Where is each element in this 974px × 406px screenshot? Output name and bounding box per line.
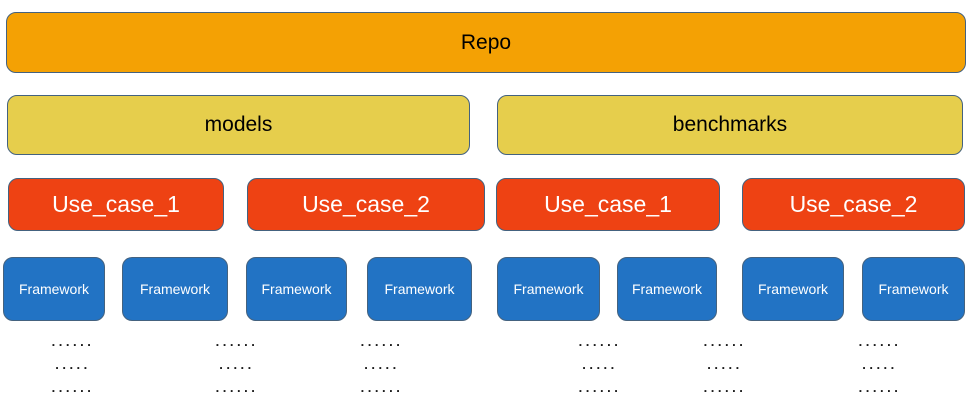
ellipsis-line: ..... [55, 357, 91, 372]
ellipsis-line: ...... [360, 380, 404, 395]
ellipsis-line: ...... [858, 334, 902, 349]
models-box: models [7, 95, 470, 155]
benchmarks-box: benchmarks [497, 95, 963, 155]
ellipsis-line: ...... [215, 334, 259, 349]
framework-box: Framework [742, 257, 844, 321]
ellipsis-line: ...... [703, 334, 747, 349]
ellipsis-line: ..... [862, 357, 898, 372]
ellipsis-line: ..... [219, 357, 255, 372]
repo-box: Repo [6, 12, 966, 73]
ellipsis-column: ...... ..... ...... [680, 330, 770, 399]
ellipsis-line: ...... [578, 334, 622, 349]
ellipsis-line: ...... [360, 334, 404, 349]
ellipsis-line: ..... [364, 357, 400, 372]
ellipsis-column: ...... ..... ...... [835, 330, 925, 399]
ellipsis-line: ...... [703, 380, 747, 395]
framework-box: Framework [862, 257, 965, 321]
framework-box: Framework [246, 257, 347, 321]
ellipsis-line: ...... [215, 380, 259, 395]
ellipsis-column: ...... ..... ...... [192, 330, 282, 399]
framework-box: Framework [122, 257, 228, 321]
framework-box: Framework [3, 257, 105, 321]
use-case-box: Use_case_1 [496, 178, 720, 231]
framework-box: Framework [367, 257, 472, 321]
ellipsis-column: ...... ..... ...... [337, 330, 427, 399]
use-case-box: Use_case_2 [247, 178, 485, 231]
ellipsis-line: ...... [858, 380, 902, 395]
use-case-box: Use_case_2 [742, 178, 965, 231]
ellipsis-column: ...... ..... ...... [28, 330, 118, 399]
ellipsis-line: ...... [578, 380, 622, 395]
framework-box: Framework [617, 257, 717, 321]
ellipsis-line: ..... [582, 357, 618, 372]
framework-box: Framework [497, 257, 600, 321]
ellipsis-line: ..... [707, 357, 743, 372]
use-case-box: Use_case_1 [8, 178, 224, 231]
ellipsis-column: ...... ..... ...... [555, 330, 645, 399]
ellipsis-line: ...... [51, 380, 95, 395]
ellipsis-line: ...... [51, 334, 95, 349]
